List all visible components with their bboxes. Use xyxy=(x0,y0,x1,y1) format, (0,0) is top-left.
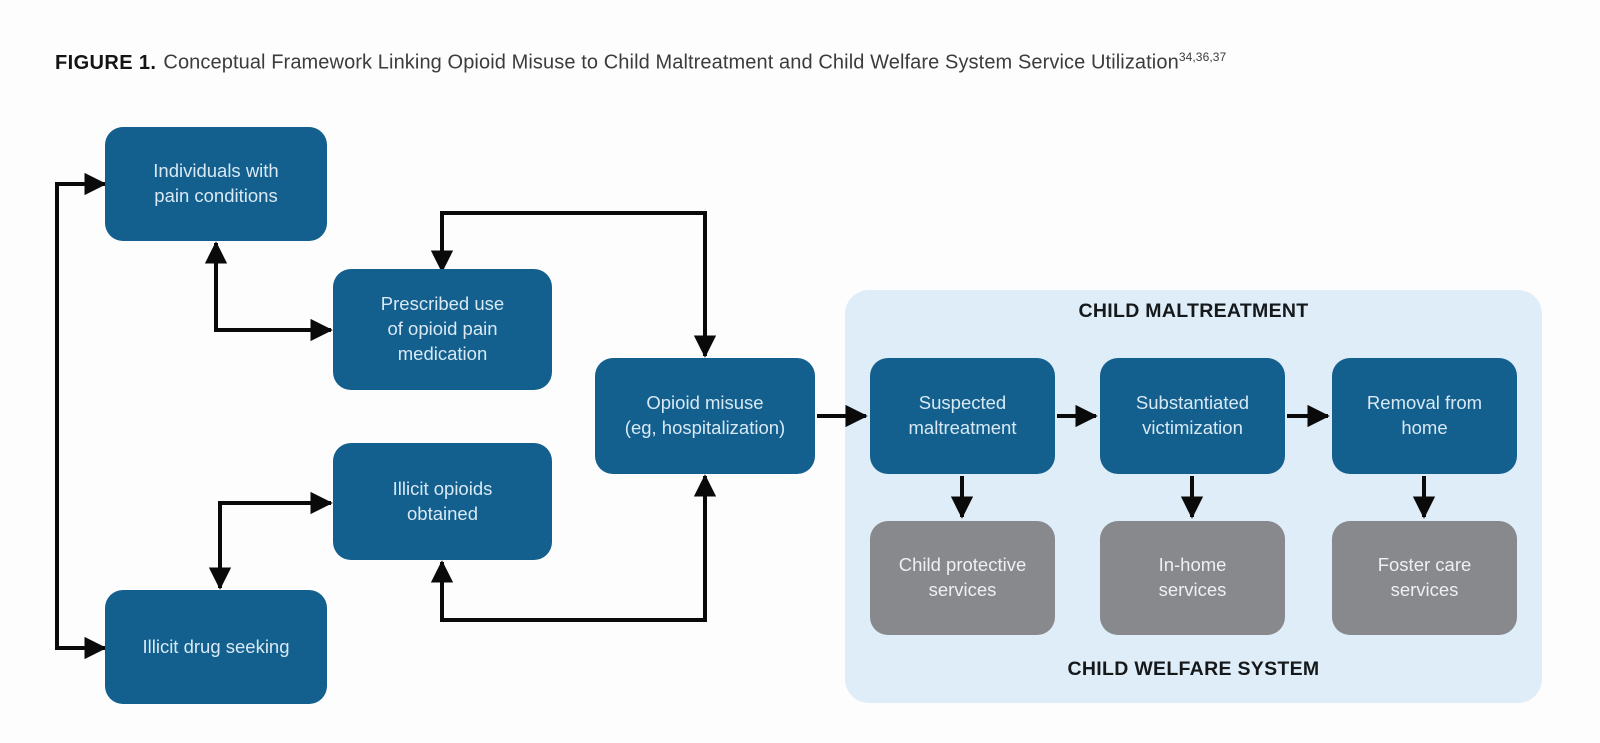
figure-title: FIGURE 1. Conceptual Framework Linking Op… xyxy=(55,50,1226,75)
figure-label: FIGURE 1. xyxy=(55,51,157,74)
child-maltreatment-heading: CHILD MALTREATMENT xyxy=(1078,300,1309,322)
figure-title-text: Conceptual Framework Linking Opioid Misu… xyxy=(163,51,1179,74)
arrow-individuals-and-illicit-drug-seeking xyxy=(55,172,107,660)
node-opioid-misuse: Opioid misuse (eg, hospitalization) xyxy=(595,358,815,474)
node-substantiated-victimization: Substantiated victimization xyxy=(1100,358,1285,474)
node-illicit-opioids-obtained: Illicit opioids obtained xyxy=(333,443,552,560)
node-child-protective-services: Child protective services xyxy=(870,521,1055,635)
node-illicit-drug-seeking: Illicit drug seeking xyxy=(105,590,327,704)
figure-citation-superscript: 34,36,37 xyxy=(1178,50,1227,64)
node-in-home-services: In-home services xyxy=(1100,521,1285,635)
node-suspected-maltreatment: Suspected maltreatment xyxy=(870,358,1055,474)
node-individuals-with-pain-conditions: Individuals with pain conditions xyxy=(105,127,327,241)
node-removal-from-home: Removal from home xyxy=(1332,358,1517,474)
arrow-illicit-opioids-and-opioid-misuse-loop xyxy=(430,474,717,622)
node-prescribed-use-of-opioid-pain-medication: Prescribed use of opioid pain medication xyxy=(333,269,552,390)
child-welfare-system-heading: CHILD WELFARE SYSTEM xyxy=(1067,658,1320,680)
arrow-illicit-opioids-and-illicit-drug-seeking xyxy=(208,491,333,590)
node-foster-care-services: Foster care services xyxy=(1332,521,1517,635)
arrow-individuals-and-prescribed-use xyxy=(204,241,333,342)
arrow-prescribed-use-and-opioid-misuse-loop xyxy=(430,211,717,358)
